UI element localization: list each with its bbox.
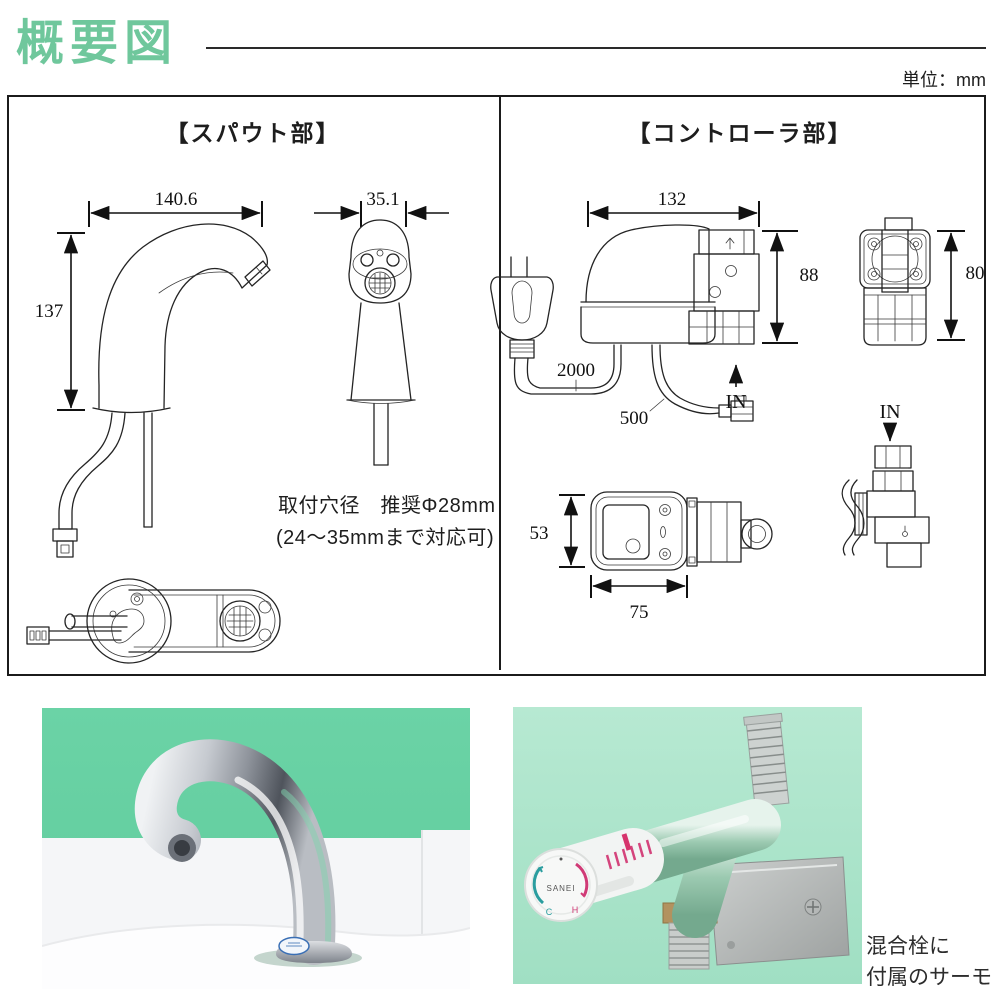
spout-dim-height-label: 137 — [35, 301, 64, 322]
controller-dim-height: 88 — [762, 230, 819, 344]
faucet-photo — [134, 739, 362, 967]
spout-side-view — [52, 223, 271, 558]
valve-in-side: IN — [879, 401, 901, 442]
in-side-label: IN — [879, 401, 900, 423]
title-rule — [206, 47, 986, 49]
controller-in-top: IN — [725, 364, 747, 413]
controller-front-view — [490, 224, 760, 422]
controller-dim-bottom-height: 53 — [530, 494, 585, 568]
spout-bottom-view — [26, 578, 281, 664]
dial-hot-label: H — [572, 905, 579, 915]
controller-cable-power-dim: 2000 — [557, 360, 595, 392]
controller-dim-bottom-height-label: 53 — [530, 523, 549, 544]
mounting-bracket — [708, 856, 850, 966]
spout-front-view — [346, 219, 416, 466]
photo-caption-line1: 混合栓に — [866, 935, 950, 958]
controller-dim-width-label: 132 — [658, 189, 687, 210]
valve-side-view — [841, 445, 930, 568]
controller-dim-bottom-width-label: 75 — [630, 602, 649, 623]
spout-dim-height: 137 — [35, 232, 85, 411]
spout-dim-front-width: 35.1 — [314, 189, 449, 227]
thermostat-dial: SANEI C H — [524, 828, 664, 922]
spout-dim-width-label: 140.6 — [155, 189, 198, 210]
spout-dim-front-width-label: 35.1 — [366, 189, 399, 210]
spout-photo-image — [41, 708, 471, 989]
valve-front-view — [859, 217, 931, 346]
dial-indicator — [621, 833, 632, 851]
controller-photo: SANEI C H — [513, 707, 862, 984]
spout-photo — [41, 708, 471, 989]
cable-power-label: 2000 — [557, 360, 595, 381]
mounting-hole-note-line1: 取付穴径 推奨Φ28mm — [278, 495, 496, 517]
dial-cold-label: C — [546, 907, 553, 917]
dial-brand-label: SANEI — [546, 884, 575, 893]
page-title: 概要図 — [16, 17, 179, 70]
controller-cable-sensor-dim: 500 — [620, 398, 665, 429]
sink-deck — [42, 924, 470, 989]
photo-caption-line2: 付属のサーモ — [866, 966, 992, 989]
dial-scale-ticks — [605, 839, 653, 870]
cable-sensor-label: 500 — [620, 408, 649, 429]
mounting-hole-note-line2: (24〜35mmまで対応可) — [276, 527, 495, 549]
valve-dim-height-label: 80 — [966, 263, 985, 284]
controller-bottom-view — [590, 491, 773, 571]
valve-dim-height: 80 — [937, 230, 985, 341]
unit-label: 単位：mm — [902, 70, 986, 90]
controller-section-title: 【コントローラ部】 — [627, 120, 853, 146]
spout-section-title: 【スパウト部】 — [165, 120, 341, 146]
valve-top-pipe — [743, 712, 790, 808]
technical-drawing: 140.6 35.1 137 — [26, 97, 985, 670]
photo-caption: 混合栓に 付属のサーモ — [866, 931, 992, 993]
controller-photo-image: SANEI C H — [513, 707, 862, 984]
in-top-label: IN — [725, 391, 746, 413]
diagram-box — [7, 95, 986, 676]
spout-dim-width: 140.6 — [88, 189, 263, 227]
controller-dim-width: 132 — [587, 189, 760, 227]
controller-dim-bottom-width: 75 — [590, 575, 688, 623]
controller-dim-height-label: 88 — [800, 265, 819, 286]
